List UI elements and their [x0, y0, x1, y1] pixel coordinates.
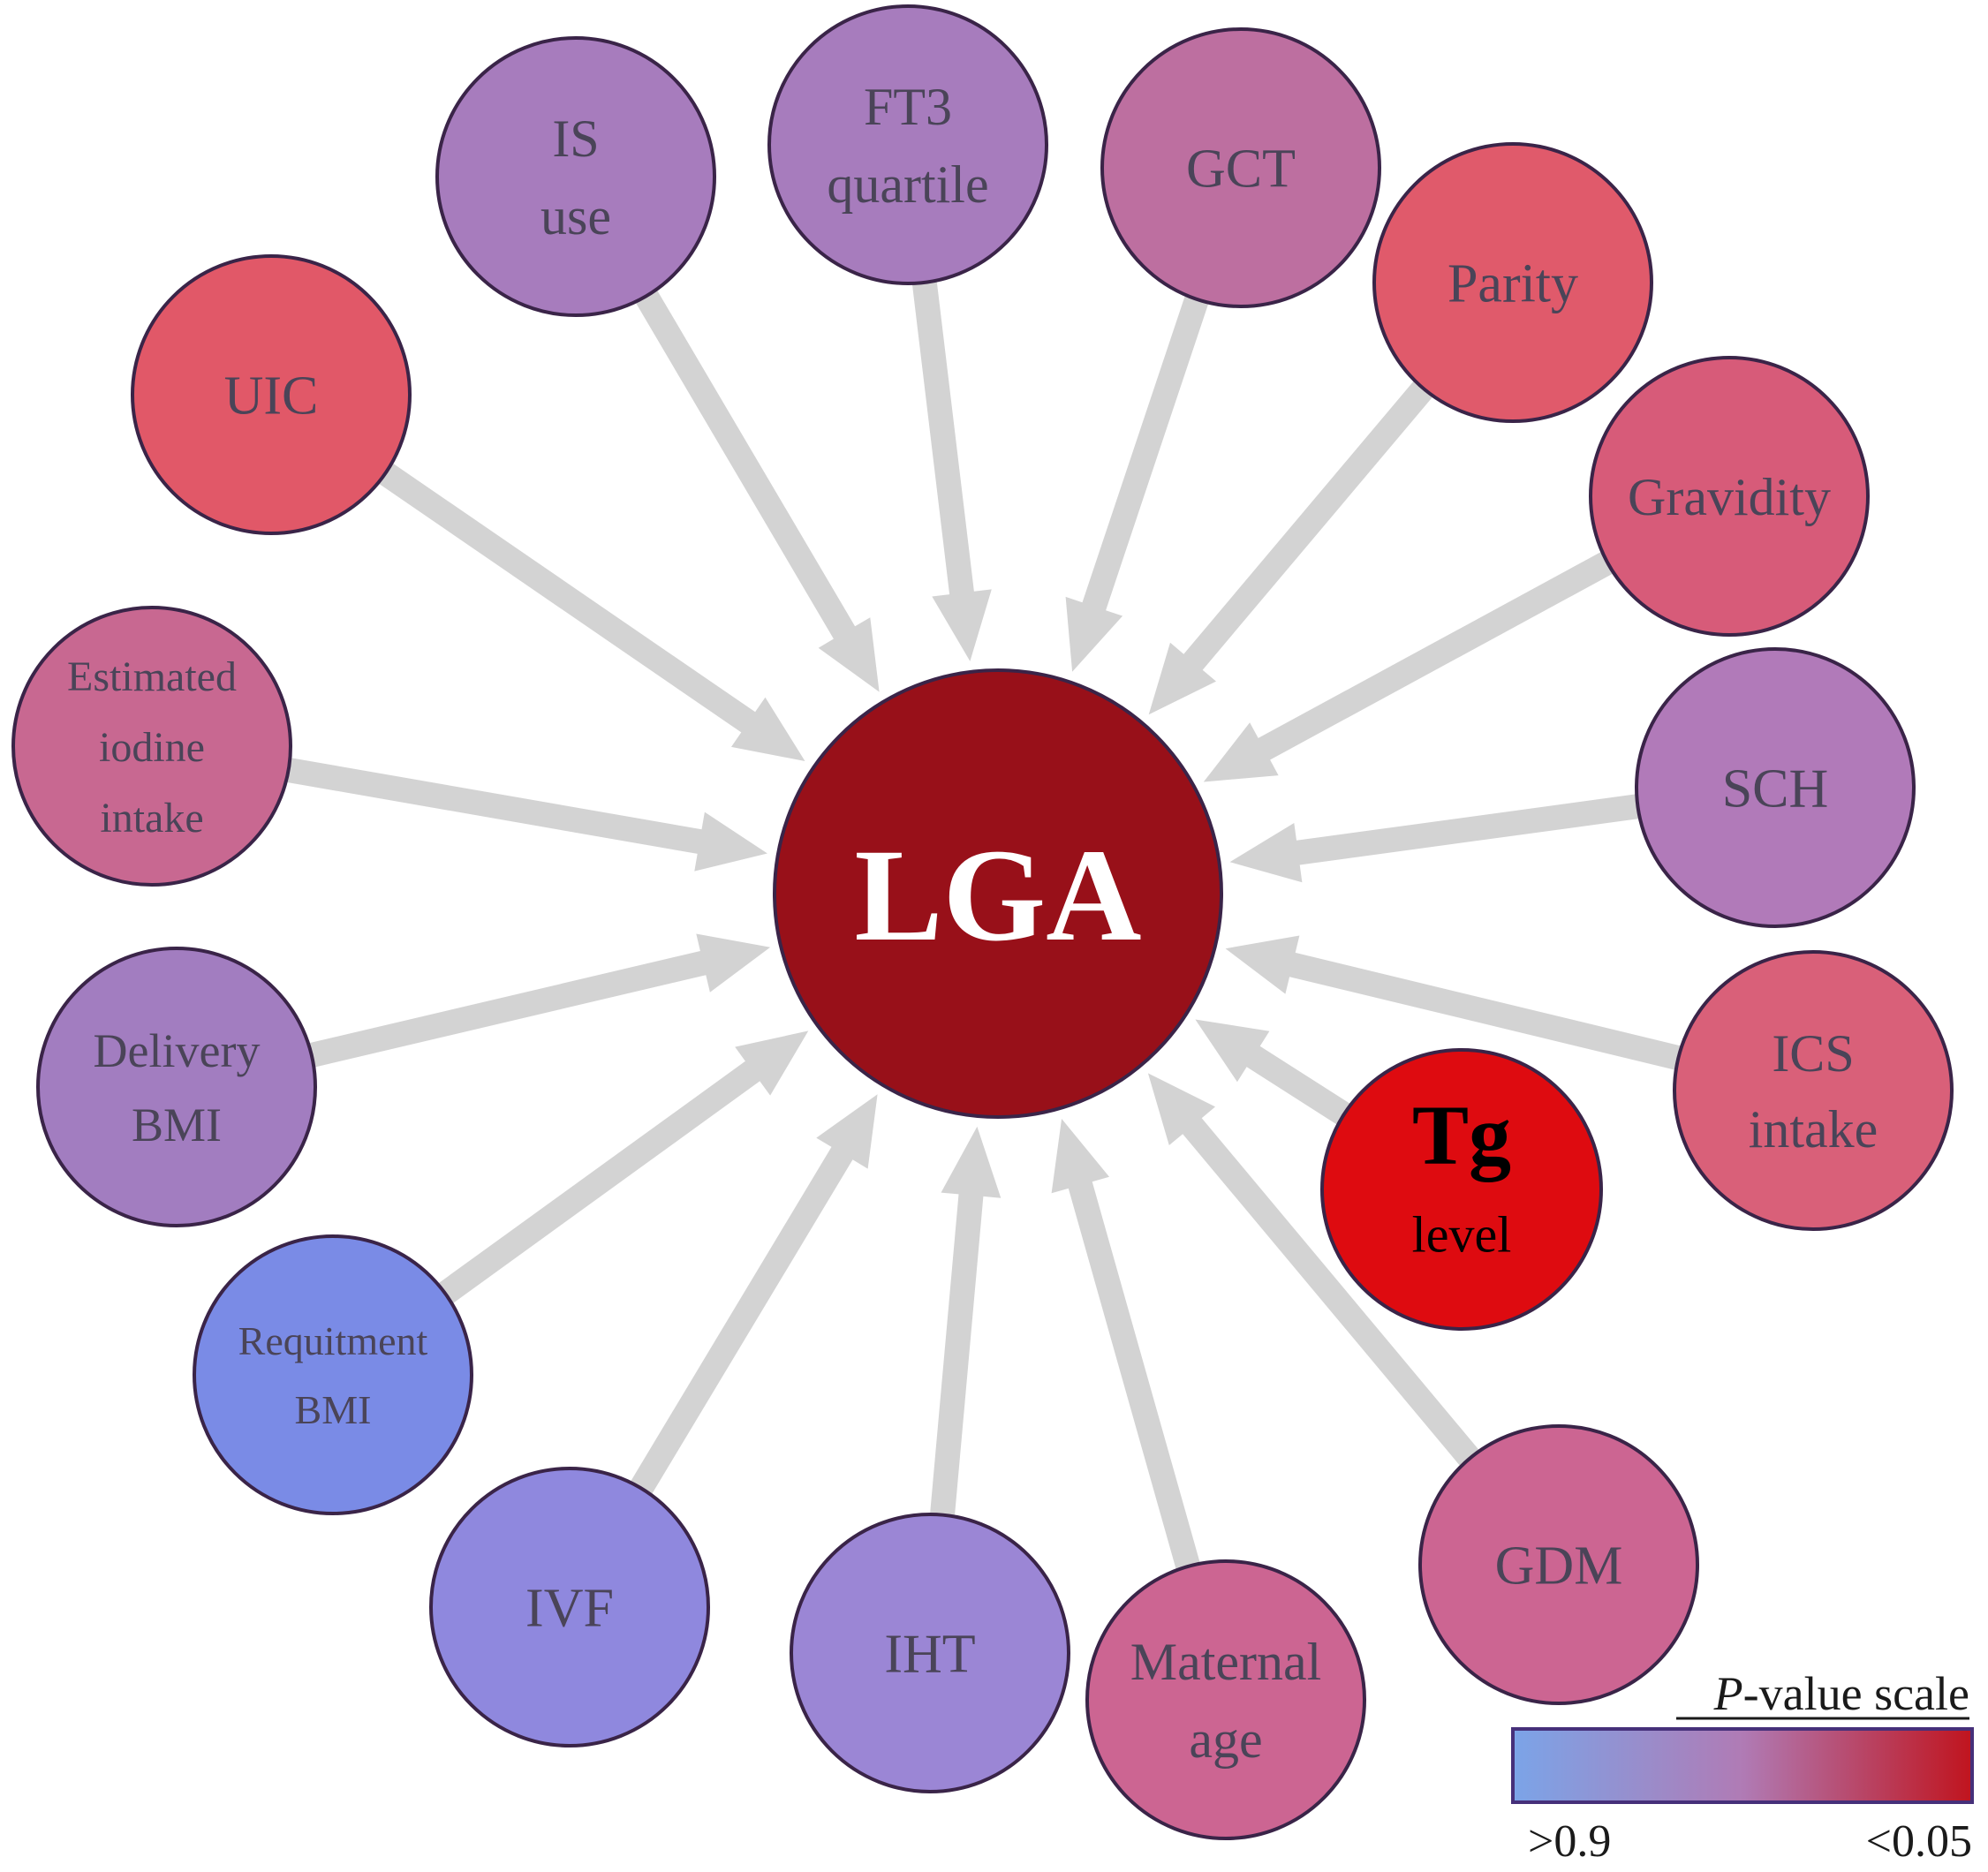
node-maternal-age: Maternal age	[1085, 1559, 1366, 1840]
node-uic: UIC	[131, 254, 412, 535]
node-circle-ivf	[429, 1467, 710, 1747]
edge-arrow-tg-level	[1195, 1019, 1354, 1127]
edge-arrow-ivf	[628, 1094, 878, 1498]
edge-arrow-iht	[929, 1126, 1002, 1520]
edge-arrow-is-use	[633, 286, 880, 692]
node-label-maternal-age-line-0: Maternal	[1130, 1633, 1322, 1691]
edge-arrow-parity	[1148, 378, 1436, 715]
node-label-tg-level-line-0: Tg	[1412, 1087, 1511, 1181]
node-circle-ft3-quartile	[767, 4, 1048, 285]
node-label-ft3-quartile-line-1: quartile	[827, 155, 988, 214]
node-sch: SCH	[1635, 647, 1916, 928]
node-label-maternal-age-line-1: age	[1189, 1710, 1262, 1769]
node-circle-gravidity	[1589, 356, 1870, 637]
node-circle-ics-intake	[1673, 950, 1954, 1231]
node-iht: IHT	[790, 1513, 1070, 1793]
edge-arrow-gct	[1065, 291, 1210, 672]
node-circle-gdm	[1418, 1424, 1699, 1705]
node-label-tg-level-line-1: level	[1412, 1205, 1512, 1263]
legend-low-label: >0.9	[1528, 1816, 1611, 1867]
node-label-gravidity-line-0: Gravidity	[1628, 468, 1831, 526]
node-label-estimated-iodine-intake-line-0: Estimated	[67, 653, 237, 700]
node-label-delivery-bmi-line-1: BMI	[132, 1098, 222, 1151]
node-label-requitment-bmi-line-0: Requitment	[238, 1318, 428, 1363]
node-label-gdm-line-0: GDM	[1495, 1536, 1623, 1596]
node-gdm: GDM	[1418, 1424, 1699, 1705]
edge-arrow-requitment-bmi	[435, 1030, 809, 1306]
node-label-delivery-bmi-line-0: Delivery	[94, 1024, 261, 1077]
legend-color-bar	[1511, 1727, 1974, 1804]
edge-arrow-uic	[375, 461, 805, 761]
node-label-ics-intake-line-1: intake	[1749, 1100, 1878, 1159]
node-circle-parity	[1372, 142, 1653, 423]
edge-arrow-sch	[1229, 793, 1644, 883]
node-label-uic-line-0: UIC	[224, 366, 319, 426]
node-label-iht-line-0: IHT	[884, 1625, 975, 1685]
edge-layer	[283, 277, 1685, 1574]
node-circle-maternal-age	[1085, 1559, 1366, 1840]
node-circle-sch	[1635, 647, 1916, 928]
node-label-ft3-quartile-line-0: FT3	[864, 78, 952, 136]
legend: P-value scale >0.9 <0.05	[1511, 1667, 1974, 1867]
node-label-is-use-line-0: IS	[552, 109, 599, 168]
edge-arrow-delivery-bmi	[305, 933, 771, 1068]
node-label-requitment-bmi-line-1: BMI	[295, 1387, 372, 1432]
node-label-is-use-line-1: use	[540, 187, 611, 245]
edge-arrow-maternal-age	[1051, 1119, 1201, 1574]
edge-arrow-estimated-iodine-intake	[283, 757, 767, 872]
node-label-ics-intake-line-0: ICS	[1772, 1024, 1854, 1083]
legend-high-label: <0.05	[1866, 1816, 1972, 1867]
node-label-estimated-iodine-intake-line-1: iodine	[99, 724, 205, 771]
node-tg-level: Tg level	[1320, 1048, 1603, 1331]
edge-arrow-ics-intake	[1225, 935, 1685, 1071]
edge-arrow-ft3-quartile	[911, 277, 992, 661]
node-label-parity-line-0: Parity	[1448, 254, 1578, 314]
node-circle-uic	[131, 254, 412, 535]
node-is-use: IS use	[435, 36, 716, 317]
node-ics-intake: ICS intake	[1673, 950, 1954, 1231]
node-label-ivf-line-0: IVF	[525, 1579, 614, 1639]
node-circle-iht	[790, 1513, 1070, 1793]
node-label-gct-line-0: GCT	[1186, 140, 1296, 200]
legend-title: P-value scale	[1713, 1667, 1969, 1720]
edge-arrow-gravidity	[1203, 549, 1617, 782]
node-circle-delivery-bmi	[36, 947, 317, 1227]
node-circle-estimated-iodine-intake	[11, 606, 292, 887]
center-circle	[773, 668, 1223, 1119]
node-ft3-quartile: FT3 quartile	[767, 4, 1048, 285]
node-gct: GCT	[1100, 27, 1381, 308]
node-circle-requitment-bmi	[193, 1234, 473, 1515]
edge-arrow-gdm	[1147, 1073, 1482, 1469]
node-label-estimated-iodine-intake-line-2: intake	[100, 795, 203, 842]
center-node: LGA	[773, 668, 1223, 1119]
node-ivf: IVF	[429, 1467, 710, 1747]
node-gravidity: Gravidity	[1589, 356, 1870, 637]
node-estimated-iodine-intake: Estimated iodine intake	[11, 606, 292, 887]
node-circle-tg-level	[1320, 1048, 1603, 1331]
node-parity: Parity	[1372, 142, 1653, 423]
node-label-sch-line-0: SCH	[1722, 759, 1829, 819]
center-label: LGA	[854, 822, 1141, 969]
node-circle-gct	[1100, 27, 1381, 308]
node-circle-is-use	[435, 36, 716, 317]
